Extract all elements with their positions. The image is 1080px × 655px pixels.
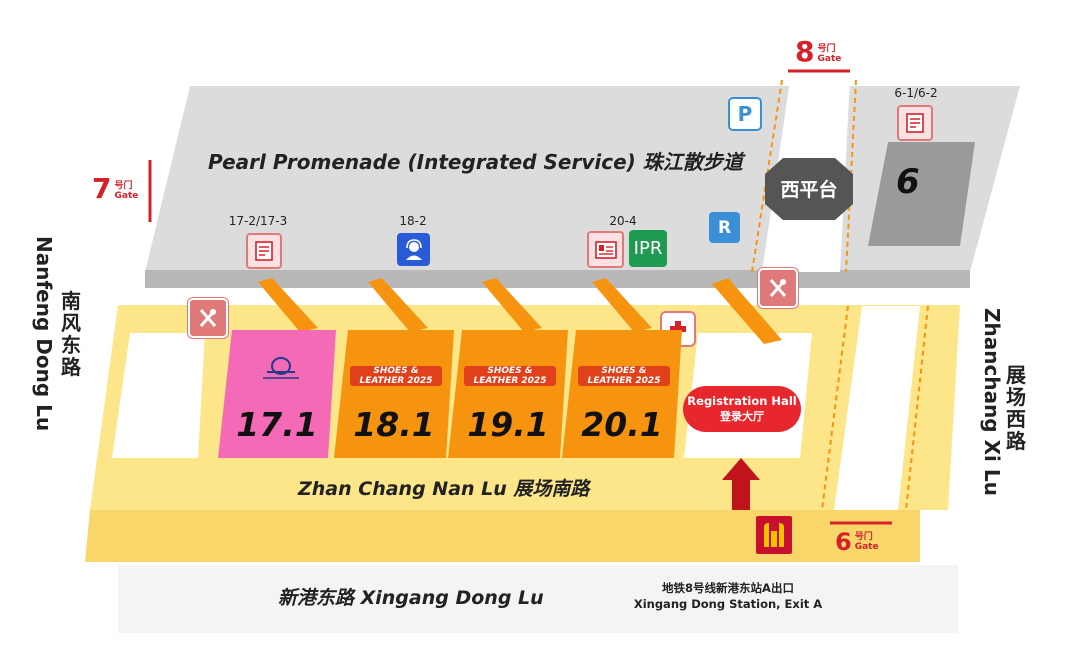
metro-exit-cn: 地铁8号线新港东站A出口 xyxy=(662,581,794,595)
service-label-18: 18-2 xyxy=(399,214,427,228)
road-west: Nanfeng Dong Lu xyxy=(32,236,58,436)
hall-6-block xyxy=(868,142,975,246)
registration-en: Registration Hall xyxy=(687,394,797,408)
gate-6-label: 6 号门 Gate xyxy=(835,530,879,554)
service-document-icon xyxy=(246,233,282,269)
ground-yellow-front xyxy=(85,510,920,562)
metro-exit-label: 地铁8号线新港东站A出口 Xingang Dong Station, Exit … xyxy=(628,580,828,612)
metro-icon xyxy=(756,516,792,554)
road-south-outer: 新港东路 Xingang Dong Lu xyxy=(278,587,544,609)
hall-17-logo-icon xyxy=(256,354,306,384)
hall-19-1[interactable]: SHOES & LEATHER 2025 19.1 xyxy=(448,330,568,458)
east-walkway xyxy=(834,306,920,510)
road-east-cn: 展场西路 xyxy=(1006,363,1026,453)
hall-20-number: 20.1 xyxy=(581,405,663,444)
hall-16-block xyxy=(112,333,205,458)
gate-7-label: 7 号门 Gate xyxy=(92,175,138,203)
gate-8-en: Gate xyxy=(817,53,842,64)
road-west-cn: 南风东路 xyxy=(61,289,81,379)
hall-19-number: 19.1 xyxy=(467,405,549,444)
hall-6-number: 6 xyxy=(896,162,920,202)
gate-7-cn: 号门 xyxy=(114,181,133,192)
registration-hall[interactable]: Registration Hall 登录大厅 xyxy=(683,386,801,432)
hall-6-service-label: 6-1/6-2 xyxy=(894,86,938,100)
hall-17-number: 17.1 xyxy=(236,405,318,444)
road-east: Zhanchang Xi Lu xyxy=(980,308,1006,508)
road-east-en: Zhanchang Xi Lu xyxy=(980,308,1004,496)
hall-18-1[interactable]: SHOES & LEATHER 2025 18.1 xyxy=(334,330,454,458)
gate-7-en: Gate xyxy=(114,190,139,201)
road-south-inner: Zhan Chang Nan Lu 展场南路 xyxy=(298,478,590,500)
hall-20-1[interactable]: SHOES & LEATHER 2025 20.1 xyxy=(562,330,682,458)
gate-7-number: 7 xyxy=(92,172,112,205)
hall-18-number: 18.1 xyxy=(353,405,435,444)
promenade-title: Pearl Promenade (Integrated Service) 珠江散… xyxy=(208,150,743,174)
id-card-icon xyxy=(587,231,624,268)
escalators xyxy=(258,278,782,344)
hall-17-1[interactable]: 17.1 xyxy=(218,330,336,458)
gate-8-label: 8 号门 Gate xyxy=(795,38,841,66)
restaurant-icon xyxy=(758,268,798,308)
west-platform-label: 西平台 xyxy=(780,179,838,201)
metro-exit-en: Xingang Dong Station, Exit A xyxy=(633,597,823,611)
ipr-icon: IPR xyxy=(629,230,667,267)
hall-20-logo: SHOES & LEATHER 2025 xyxy=(578,366,670,386)
hall-19-logo: SHOES & LEATHER 2025 xyxy=(464,366,556,386)
parking-icon: P xyxy=(728,97,762,131)
gate-8-number: 8 xyxy=(795,35,815,68)
road-west-en: Nanfeng Dong Lu xyxy=(32,236,56,432)
gate-6-en: Gate xyxy=(854,541,879,552)
gate-6-cn: 号门 xyxy=(854,532,873,543)
gate-6-number: 6 xyxy=(835,528,852,556)
restaurant-icon xyxy=(188,298,228,338)
west-platform: 西平台 xyxy=(765,158,853,220)
service-document-icon xyxy=(897,105,933,141)
up-arrow-icon xyxy=(722,458,760,510)
restroom-icon: R xyxy=(709,212,740,243)
customer-service-icon xyxy=(397,233,430,266)
hall-18-logo: SHOES & LEATHER 2025 xyxy=(350,366,442,386)
service-label-20: 20-4 xyxy=(609,214,637,228)
registration-cn: 登录大厅 xyxy=(720,410,764,423)
service-label-17: 17-2/17-3 xyxy=(228,214,288,228)
gate-8-cn: 号门 xyxy=(817,44,836,55)
ground-shadow xyxy=(118,565,958,633)
